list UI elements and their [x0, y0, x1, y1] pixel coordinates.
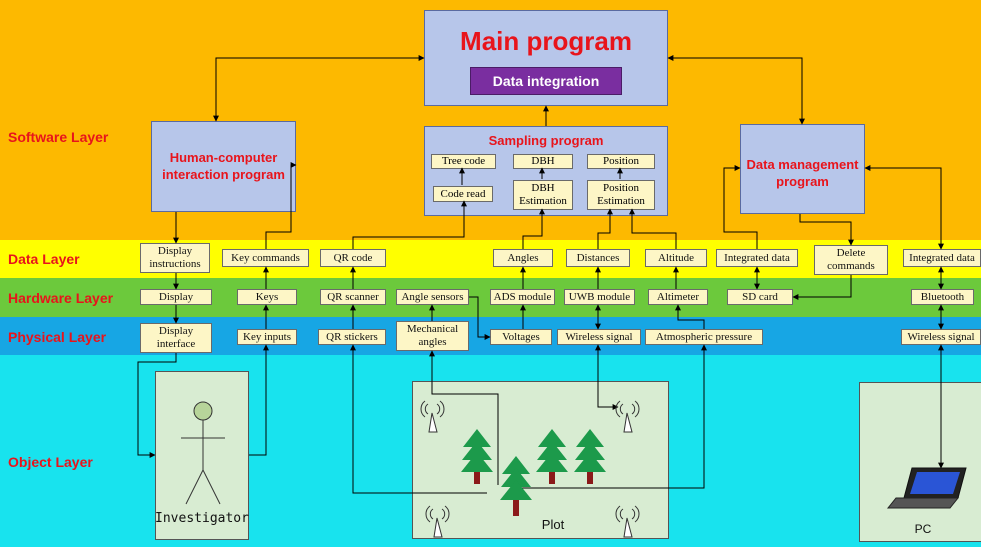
qr-stickers-box: QR stickers: [318, 329, 386, 345]
position-box: Position: [587, 154, 655, 169]
ads-module-box: ADS module: [490, 289, 555, 305]
distances-box: Distances: [566, 249, 630, 267]
dbh-box: DBH: [513, 154, 573, 169]
display-box: Display: [140, 289, 212, 305]
physical-layer-label: Physical Layer: [8, 329, 107, 345]
pc-panel: [859, 382, 981, 542]
qr-scanner-box: QR scanner: [320, 289, 386, 305]
plot-label: Plot: [541, 517, 565, 532]
code-read-box: Code read: [433, 186, 493, 202]
hci-program-title: Human-computer interaction program: [162, 150, 285, 182]
hci-program-box: Human-computer interaction program: [151, 121, 296, 212]
display-instructions-box: Display instructions: [140, 243, 210, 273]
uwb-module-box: UWB module: [564, 289, 635, 305]
mechanical-angles-box: Mechanical angles: [396, 321, 469, 351]
wireless-signal-box-2: Wireless signal: [901, 329, 981, 345]
integrated-data-box-1: Integrated data: [716, 249, 798, 267]
data-management-program-box: Data management program: [740, 124, 865, 214]
data-management-program-title: Data management program: [746, 157, 859, 189]
angle-sensors-box: Angle sensors: [396, 289, 469, 305]
angles-box: Angles: [493, 249, 553, 267]
position-estimation-box: Position Estimation: [587, 180, 655, 210]
voltages-box: Voltages: [490, 329, 552, 345]
object-layer-label: Object Layer: [8, 454, 93, 470]
altimeter-box: Altimeter: [648, 289, 708, 305]
altitude-box: Altitude: [645, 249, 707, 267]
plot-panel: [412, 381, 669, 539]
keys-box: Keys: [237, 289, 297, 305]
main-program-title: Main program: [460, 26, 632, 56]
key-inputs-box: Key inputs: [237, 329, 297, 345]
data-layer-label: Data Layer: [8, 251, 80, 267]
pc-label: PC: [914, 522, 932, 536]
sampling-program-box: Sampling program Tree code DBH Position …: [424, 126, 668, 216]
delete-commands-box: Delete commands: [814, 245, 888, 275]
tree-code-box: Tree code: [431, 154, 496, 169]
wireless-signal-box-1: Wireless signal: [557, 329, 641, 345]
dbh-estimation-box: DBH Estimation: [513, 180, 573, 210]
display-interface-box: Display interface: [140, 323, 212, 353]
sampling-program-title: Sampling program: [488, 133, 604, 148]
main-program-box: Main program Data integration: [424, 10, 668, 106]
integrated-data-box-2: Integrated data: [903, 249, 981, 267]
data-integration-box: Data integration: [470, 67, 622, 95]
qr-code-box: QR code: [320, 249, 386, 267]
software-layer-label: Software Layer: [8, 129, 109, 145]
key-commands-box: Key commands: [222, 249, 309, 267]
atmospheric-pressure-box: Atmospheric pressure: [645, 329, 763, 345]
sd-card-box: SD card: [727, 289, 793, 305]
investigator-label: Investigator: [155, 511, 249, 526]
hardware-layer-label: Hardware Layer: [8, 290, 114, 306]
bluetooth-box: Bluetooth: [911, 289, 974, 305]
